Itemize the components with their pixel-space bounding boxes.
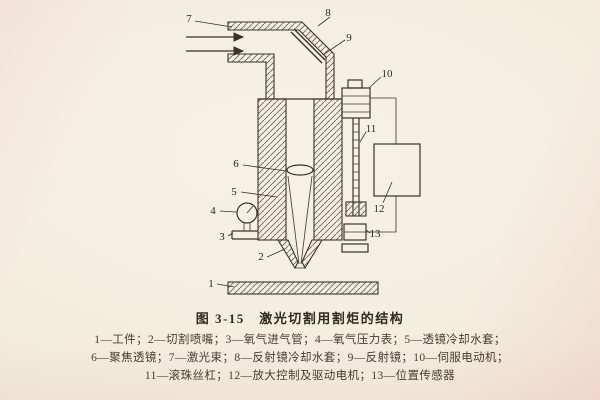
part-label-8: 8 [325,7,331,19]
part-label-7: 7 [186,13,192,25]
body-left-wall [257,98,287,241]
oxygen-pressure-gauge [236,202,258,231]
reflector-mirror [290,28,326,64]
figure-caption: 图 3-15 激光切割用割炬的结构 [195,311,405,326]
control-box [373,143,421,197]
part-label-1: 1 [208,278,214,290]
legend-line-1: 1—工件；2—切割喷嘴；3—氧气进气管；4—氧气压力表；5—透镜冷却水套； [94,334,506,346]
part-label-12: 12 [374,203,385,215]
legend-line-3: 11—滚珠丝杠；12—放大控制及驱动电机；13—位置传感器 [144,370,456,382]
figure-3-15-diagram: 7 8 9 10 11 12 13 6 5 4 3 2 1 [186,7,421,295]
laser-beam-arrows [186,32,245,56]
part-label-4: 4 [210,205,216,217]
part-label-9: 9 [346,32,352,44]
focusing-lens [286,164,314,176]
mirror-cooling-housing [227,21,335,100]
ball-screw [345,118,367,217]
screw-nut [345,201,367,217]
figure-legend: 1—工件；2—切割喷嘴；3—氧气进气管；4—氧气压力表；5—透镜冷却水套； 6—… [0,331,600,385]
sensor-mount-plate [341,243,369,253]
part-labels: 7 8 9 10 11 12 13 6 5 4 3 2 1 [186,7,393,290]
legend-line-2: 6—聚焦透镜；7—激光束；8—反射镜冷却水套；9—反射镜；10—伺服电动机； [91,352,509,364]
gauge-needle [246,205,254,214]
part-label-5: 5 [231,186,237,198]
focused-beam-lines [287,175,313,265]
part-label-11: 11 [366,123,377,135]
workpiece [227,281,379,295]
part-label-10: 10 [382,68,394,80]
body-right-wall [313,98,343,241]
wiring [366,97,397,233]
servo-motor [341,79,371,119]
part-label-2: 2 [258,251,264,263]
cutting-nozzle [277,239,323,270]
part-label-13: 13 [370,228,382,240]
leader-lines [194,16,393,288]
part-label-6: 6 [233,158,239,170]
part-label-3: 3 [219,231,225,243]
position-sensor [341,223,369,253]
torch-body [257,98,343,241]
oxygen-inlet-pipe [231,230,258,240]
